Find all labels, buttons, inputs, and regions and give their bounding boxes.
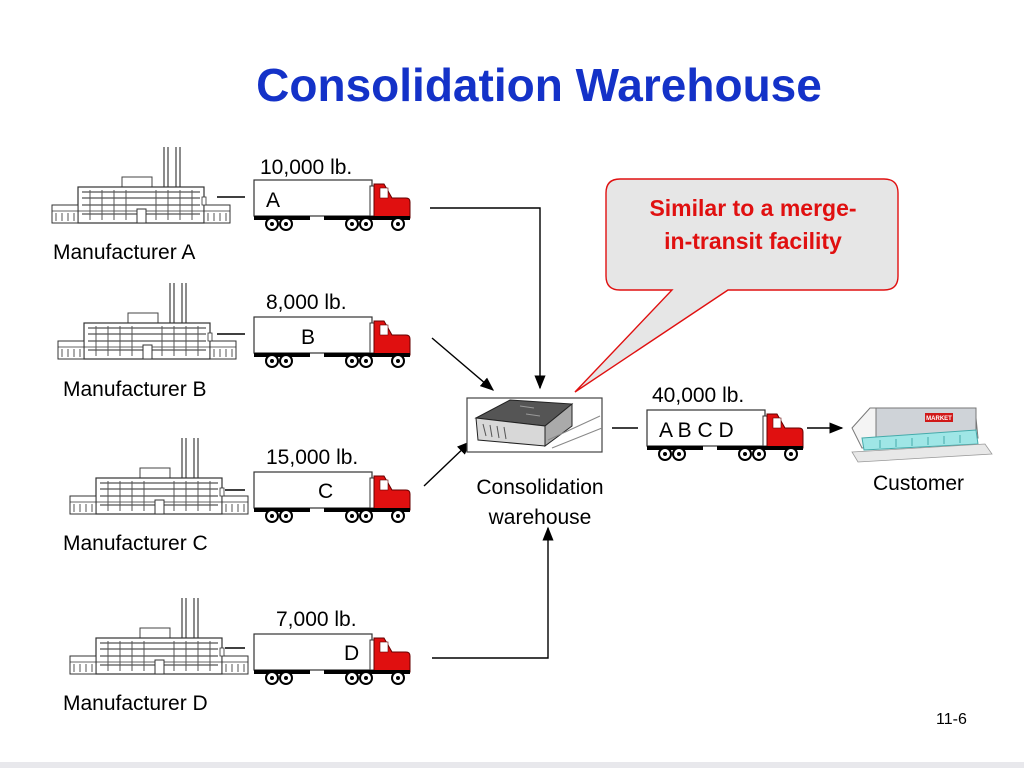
factory-icon bbox=[57, 282, 237, 360]
callout-text: Similar to a merge- in-transit facility bbox=[612, 192, 894, 258]
manufacturer-label: Manufacturer B bbox=[63, 378, 207, 401]
manufacturer-label: Manufacturer C bbox=[63, 532, 208, 555]
load-label: C bbox=[318, 480, 334, 503]
flow-arrow-c bbox=[423, 441, 472, 487]
factory-icon bbox=[51, 146, 231, 224]
callout-line2: in-transit facility bbox=[664, 228, 842, 254]
weight-label: 15,000 lb. bbox=[266, 446, 359, 469]
load-label: B bbox=[301, 326, 316, 349]
truck-icon bbox=[253, 633, 411, 685]
slide-title: Consolidation Warehouse bbox=[256, 59, 822, 111]
load-label: A bbox=[266, 189, 281, 212]
weight-label: 8,000 lb. bbox=[266, 291, 347, 314]
store-sign: MARKET bbox=[926, 416, 952, 422]
load-label-outbound: A B C D bbox=[659, 419, 734, 442]
flow-arrow-b bbox=[431, 337, 495, 391]
weight-label: 7,000 lb. bbox=[276, 608, 357, 631]
footer-bar bbox=[0, 762, 1024, 768]
warehouse-label: Consolidation warehouse bbox=[440, 473, 640, 533]
store-icon: MARKET bbox=[851, 407, 993, 463]
warehouse-icon bbox=[466, 397, 603, 453]
manufacturer-label: Manufacturer D bbox=[63, 692, 208, 715]
weight-label: 10,000 lb. bbox=[260, 156, 353, 179]
customer-label: Customer bbox=[873, 472, 965, 495]
page-number: 11-6 bbox=[936, 711, 967, 728]
warehouse-label-line1: Consolidation bbox=[476, 476, 604, 499]
callout-bubble bbox=[574, 178, 899, 393]
flow-arrow-d bbox=[432, 526, 554, 659]
weight-label-outbound: 40,000 lb. bbox=[652, 384, 745, 407]
callout-line1: Similar to a merge- bbox=[649, 195, 857, 221]
manufacturer-label: Manufacturer A bbox=[53, 241, 196, 264]
load-label: D bbox=[344, 642, 360, 665]
flow-arrow-a bbox=[430, 207, 546, 390]
warehouse-label-line2: warehouse bbox=[488, 506, 592, 529]
factory-icon bbox=[69, 437, 249, 515]
truck-icon bbox=[253, 316, 411, 368]
factory-icon bbox=[69, 597, 249, 675]
